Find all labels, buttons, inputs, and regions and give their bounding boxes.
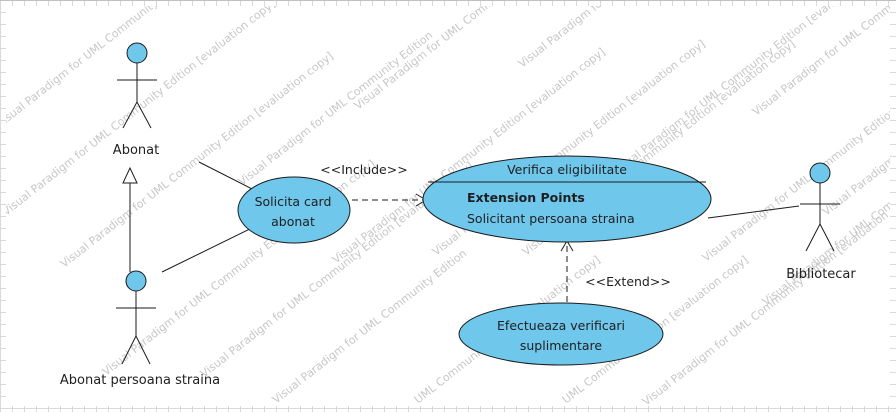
usecase-label: suplimentare <box>520 338 603 353</box>
extend-stereotype-label: <<Extend>> <box>585 274 671 289</box>
usecase-ellipse <box>422 155 712 243</box>
extension-point-item: Solicitant persoana straina <box>467 211 635 226</box>
usecase-efectueaza-verificari[interactable]: Efectueaza verificari suplimentare <box>458 302 664 366</box>
use-case-diagram: Visual Paradigm for UML Community Editio… <box>6 6 890 406</box>
usecase-ellipse <box>458 302 664 366</box>
usecase-label: Efectueaza verificari <box>497 318 625 333</box>
usecase-label: abonat <box>271 214 315 229</box>
actor-head <box>125 270 147 292</box>
connector-layer <box>122 161 800 302</box>
usecase-verifica-eligibilitate[interactable]: Verifica eligibilitate Extension Points … <box>422 155 712 243</box>
generalization-arrowhead <box>122 166 138 184</box>
actor-leg <box>135 335 151 365</box>
diagram-frame: Visual Paradigm for UML Community Editio… <box>6 6 890 406</box>
association-line[interactable] <box>198 161 261 194</box>
actor-leg <box>121 335 137 365</box>
watermark-text: Visual Paradigm for UML Community Editio… <box>6 6 278 218</box>
association-line[interactable] <box>161 225 257 273</box>
actor-abonat-persoana-straina[interactable] <box>116 270 156 365</box>
actor-abonat[interactable] <box>117 42 157 129</box>
actor-leg <box>122 101 138 129</box>
usecase-label: Solicita card <box>255 194 332 209</box>
usecase-solicita-card-abonat[interactable]: Solicita card abonat <box>237 176 351 244</box>
actor-leg <box>136 101 152 129</box>
actor-head <box>126 42 148 64</box>
extension-points-heading: Extension Points <box>467 190 585 205</box>
include-stereotype-label: <<Include>> <box>320 162 407 177</box>
watermark-text: Visual Paradigm for UML Community Editio… <box>6 6 193 130</box>
actor-bibliotecar[interactable] <box>800 162 840 252</box>
usecase-ellipse <box>237 176 351 244</box>
actor-label: Abonat persoana straina <box>60 373 220 388</box>
usecase-label: Verifica eligibilitate <box>507 162 627 177</box>
actor-leg <box>819 223 835 252</box>
actor-label: Abonat <box>113 143 159 158</box>
actor-head <box>809 162 831 184</box>
actor-label: Bibliotecar <box>786 267 856 282</box>
actor-leg <box>805 223 821 252</box>
association-line[interactable] <box>707 205 800 219</box>
